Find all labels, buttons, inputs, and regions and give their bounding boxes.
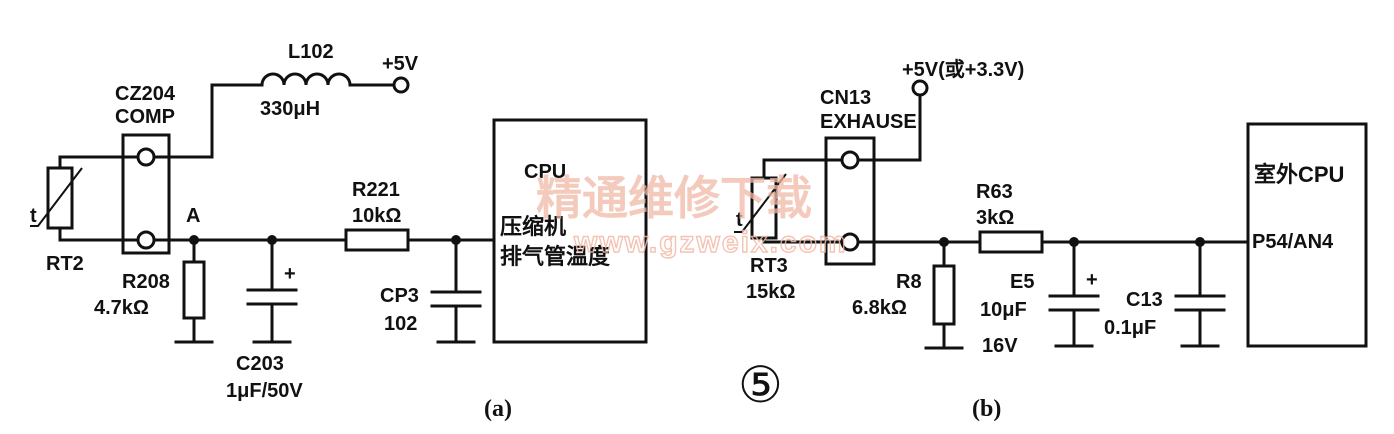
connector-pin-2 bbox=[136, 230, 156, 250]
thermistor-ref: RT2 bbox=[46, 253, 84, 275]
wire-pin1-inductor bbox=[152, 83, 264, 159]
connector-pin-1 bbox=[136, 147, 156, 167]
e5-ref: E5 bbox=[1010, 271, 1034, 293]
supply-terminal-a bbox=[392, 76, 410, 94]
cpu-b-line1: 室外CPU bbox=[1254, 162, 1344, 187]
circuit-a: CZ204 COMP t RT2 L102 330μH +5V A bbox=[30, 41, 648, 422]
c203-polarity: + bbox=[284, 263, 296, 285]
r221-ref: R221 bbox=[352, 179, 400, 201]
c203-value: 1μF/50V bbox=[226, 380, 303, 402]
wire-supply-b bbox=[858, 93, 922, 162]
c13-ref: C13 bbox=[1126, 289, 1163, 311]
connector-cn13: CN13 EXHAUSE bbox=[820, 87, 917, 266]
r208-ref: R208 bbox=[122, 271, 170, 293]
connector-name: COMP bbox=[115, 106, 175, 128]
resistor-r63: R63 3kΩ bbox=[976, 181, 1044, 254]
cp3-value: 102 bbox=[384, 313, 417, 335]
node-a-label: A bbox=[186, 205, 200, 227]
capacitor-e5: + E5 10μF 16V bbox=[980, 237, 1100, 357]
e5-value: 10μF bbox=[980, 299, 1027, 321]
cpu-a-line3: 排气管温度 bbox=[500, 244, 611, 269]
cpu-a-line2: 压缩机 bbox=[500, 214, 566, 239]
r208-value: 4.7kΩ bbox=[94, 297, 149, 319]
watermark: 精通维修下载 www.gzweix.com bbox=[536, 171, 848, 260]
circuit-b: +5V(或+3.3V) CN13 EXHAUSE t RT3 15kΩ bbox=[734, 57, 1368, 422]
connector-cz204: CZ204 COMP bbox=[115, 83, 176, 255]
watermark-url: www.gzweix.com bbox=[573, 226, 848, 259]
r8-value: 6.8kΩ bbox=[852, 297, 907, 319]
c203-ref: C203 bbox=[236, 353, 284, 375]
e5-voltage: 16V bbox=[982, 335, 1018, 357]
resistor-r221: R221 10kΩ bbox=[344, 179, 410, 252]
e5-polarity: + bbox=[1086, 269, 1098, 291]
r221-value: 10kΩ bbox=[352, 205, 401, 227]
inductor-value: 330μH bbox=[260, 98, 320, 120]
thermistor-b-ref: RT3 bbox=[750, 255, 788, 277]
supply-label-a: +5V bbox=[382, 53, 419, 75]
thermistor-rt3: t RT3 15kΩ bbox=[734, 158, 844, 303]
watermark-text: 精通维修下载 bbox=[536, 171, 812, 225]
cp3-ref: CP3 bbox=[380, 285, 419, 307]
connector-ref: CZ204 bbox=[115, 83, 176, 105]
connector-b-name: EXHAUSE bbox=[820, 111, 917, 133]
connector-b-ref: CN13 bbox=[820, 87, 871, 109]
r63-ref: R63 bbox=[976, 181, 1013, 203]
cpu-a-line1: CPU bbox=[524, 161, 566, 183]
capacitor-cp3: CP3 102 bbox=[380, 235, 482, 344]
capacitor-c203: + C203 1μF/50V bbox=[226, 235, 303, 402]
cpu-block-b: 室外CPU P54/AN4 bbox=[1246, 122, 1368, 348]
thermistor-symbol: t bbox=[30, 205, 37, 227]
cpu-b-line2: P54/AN4 bbox=[1252, 231, 1334, 253]
supply-terminal-b bbox=[911, 79, 929, 97]
thermistor-b-value: 15kΩ bbox=[746, 281, 795, 303]
caption-a: (a) bbox=[484, 396, 512, 422]
supply-label-b: +5V(或+3.3V) bbox=[902, 57, 1024, 81]
cpu-block-a: CPU 压缩机 排气管温度 bbox=[492, 118, 648, 344]
r8-ref: R8 bbox=[896, 271, 922, 293]
inductor-ref: L102 bbox=[288, 41, 334, 63]
thermistor-rt2: t RT2 bbox=[30, 155, 140, 275]
resistor-r208: R208 4.7kΩ bbox=[94, 238, 214, 344]
c13-value: 0.1μF bbox=[1104, 317, 1156, 339]
r63-value: 3kΩ bbox=[976, 207, 1014, 229]
capacitor-c13: C13 0.1μF bbox=[1104, 237, 1226, 348]
resistor-r8: R8 6.8kΩ bbox=[852, 237, 964, 350]
caption-b: (b) bbox=[972, 396, 1001, 422]
inductor-l102: L102 330μH +5V bbox=[260, 41, 419, 120]
thermistor-b-symbol: t bbox=[736, 209, 743, 231]
connector-b-pin-1 bbox=[840, 150, 860, 170]
figure-number: ⑤ bbox=[738, 356, 783, 414]
